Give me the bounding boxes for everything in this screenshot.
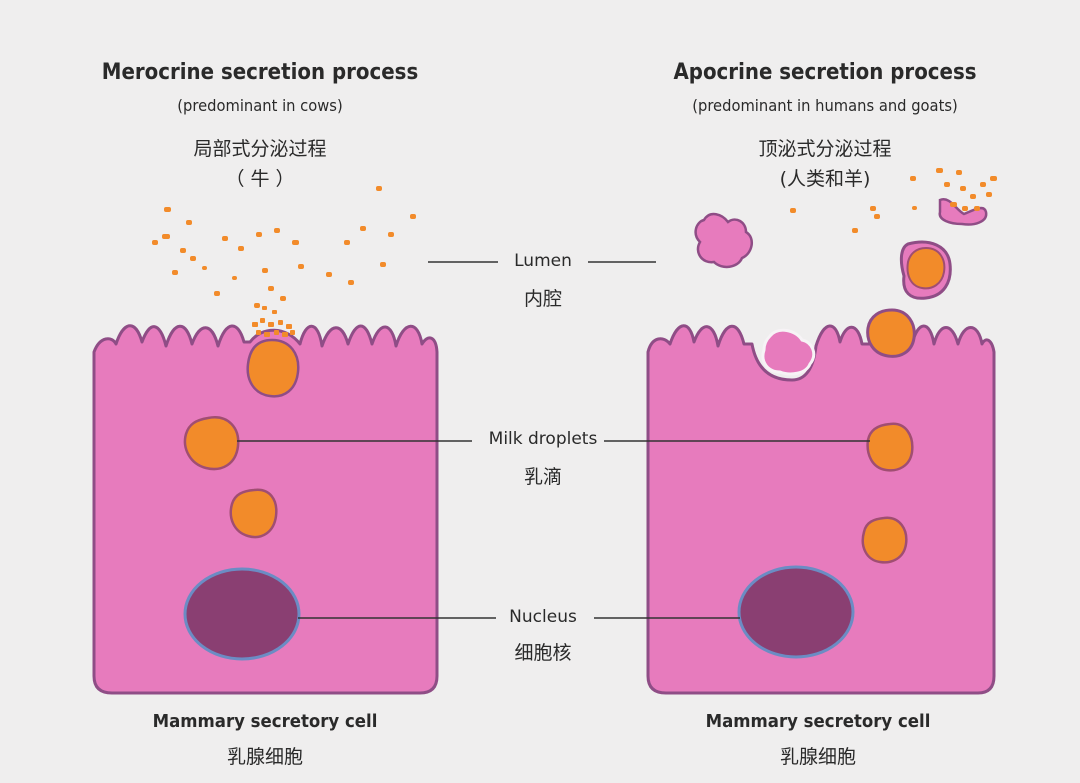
apocrine-subtitle-cn: (人类和羊) [779, 168, 871, 190]
milk-droplets-label: Milk droplets [488, 429, 598, 449]
merocrine-exocytosis-particles [252, 306, 295, 337]
apocrine-ruptured-vesicle [938, 198, 988, 226]
nucleus-label: Nucleus [509, 607, 577, 627]
merocrine-nucleus [183, 567, 301, 661]
milk-droplets-label-cn: 乳滴 [523, 466, 562, 488]
apocrine-milk-droplet [866, 422, 914, 472]
merocrine-title: Merocrine secretion process [101, 60, 419, 85]
merocrine-milk-droplet [229, 488, 278, 539]
apocrine-cell-body [646, 324, 996, 695]
apocrine-budding-vesicle [761, 328, 816, 376]
nucleus-label-cn: 细胞核 [514, 642, 572, 664]
apocrine-title-cn: 顶泌式分泌过程 [758, 138, 892, 160]
apocrine-secreted-particles [790, 168, 997, 233]
merocrine-subtitle-cn: （ 牛 ） [225, 168, 295, 190]
apocrine-cell-label-cn: 乳腺细胞 [779, 746, 856, 768]
apocrine-cell-label: Mammary secretory cell [705, 711, 931, 732]
apocrine-secreting-droplet [866, 308, 916, 358]
apocrine-empty-vesicle [694, 212, 754, 269]
merocrine-cell [92, 186, 439, 695]
merocrine-title-cn: 局部式分泌过程 [193, 138, 327, 160]
merocrine-secreted-particles [152, 186, 416, 308]
merocrine-subtitle: (predominant in cows) [177, 96, 343, 115]
apocrine-cell [646, 168, 997, 695]
merocrine-secreting-droplet [246, 338, 300, 398]
apocrine-nucleus [737, 565, 855, 659]
lumen-label-cn: 内腔 [523, 288, 562, 310]
lumen-label: Lumen [514, 251, 572, 271]
apocrine-milk-droplet [861, 516, 908, 564]
apocrine-title: Apocrine secretion process [673, 60, 977, 85]
connector-lines [237, 261, 870, 619]
merocrine-milk-droplet [183, 416, 240, 471]
apocrine-released-droplet [906, 246, 946, 290]
merocrine-cell-label-cn: 乳腺细胞 [226, 746, 303, 768]
apocrine-subtitle: (predominant in humans and goats) [692, 96, 958, 115]
merocrine-cell-label: Mammary secretory cell [152, 711, 378, 732]
